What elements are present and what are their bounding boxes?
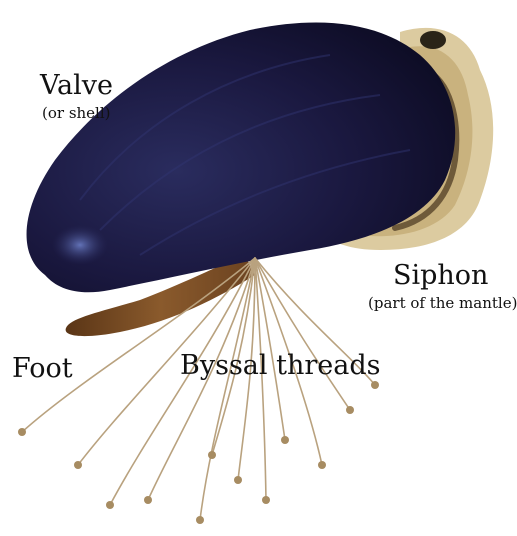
byssal-plaques [18,381,379,524]
valve-label: Valve [40,72,113,99]
byssal-threads-label: Byssal threads [180,352,380,379]
siphon-note: (part of the mantle) [368,296,517,311]
siphon-label: Siphon [393,262,488,289]
shell-highlight [52,225,108,265]
foot-label: Foot [12,355,73,382]
valve-note: (or shell) [42,106,111,121]
siphon-opening [420,31,446,49]
